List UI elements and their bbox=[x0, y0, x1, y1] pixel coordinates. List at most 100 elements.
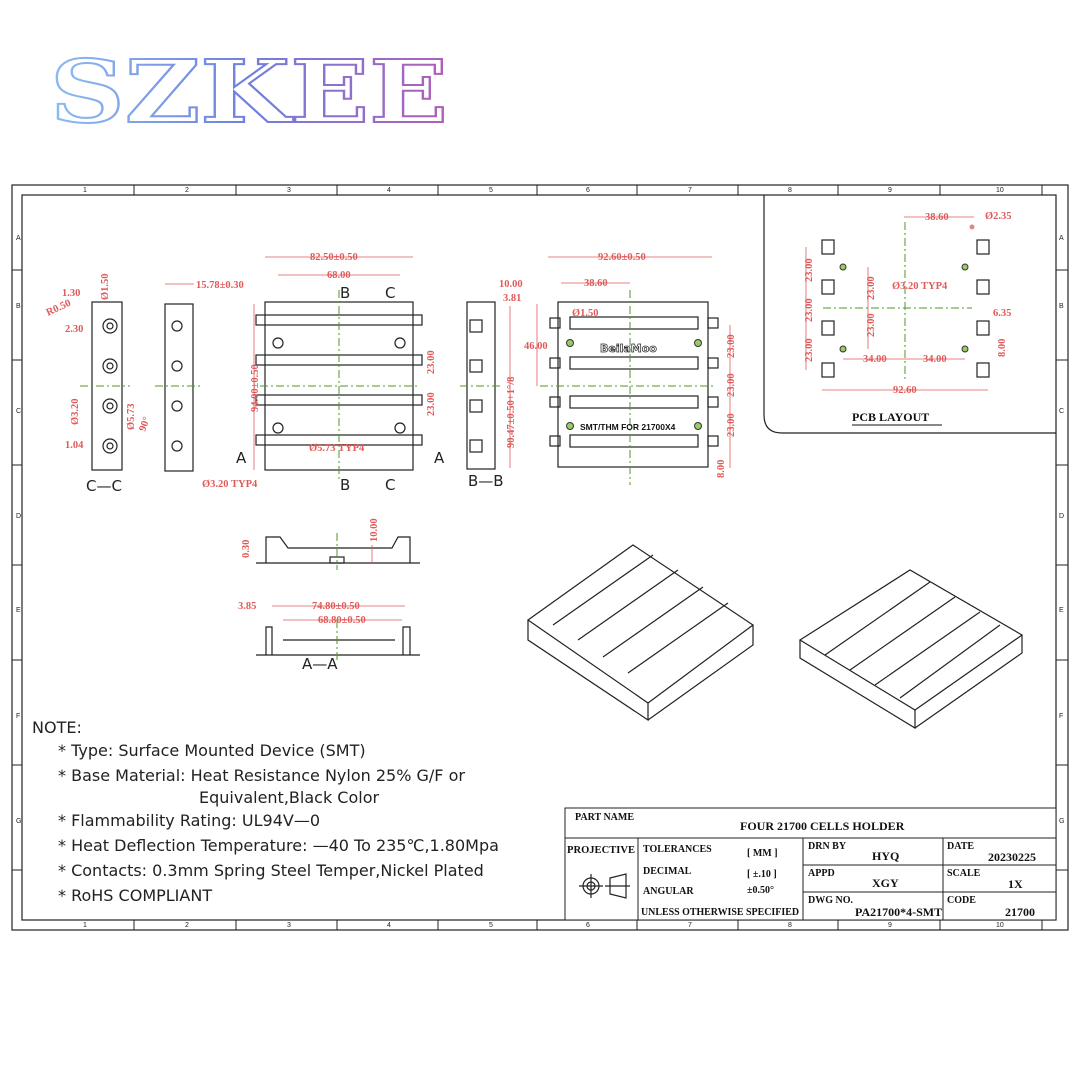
title-block: PART NAME FOUR 21700 CELLS HOLDER PROJEC… bbox=[564, 807, 1057, 921]
pcb-layout-title: PCB LAYOUT bbox=[852, 410, 929, 424]
bottom-dim-8: 8.00 bbox=[716, 460, 727, 478]
side-dim-15-78: 15.78±0.30 bbox=[196, 280, 244, 291]
aa-dim-68-80: 68.80±0.50 bbox=[318, 615, 366, 626]
top-dim-contact-dia: Ø5.73 TYP4 bbox=[309, 443, 365, 454]
cc-dim-dia-1-50: Ø1.50 bbox=[100, 273, 111, 300]
drawing-frame bbox=[11, 184, 1069, 931]
grid-column-label: 8 bbox=[788, 922, 792, 929]
pcb-pad bbox=[976, 362, 990, 378]
pcb-pad bbox=[821, 362, 835, 378]
tolerance-units: [ MM ] bbox=[747, 848, 778, 859]
date-label: DATE bbox=[947, 841, 974, 852]
pcb-pad bbox=[976, 279, 990, 295]
grid-row-label: C bbox=[1059, 408, 1064, 415]
pcb-pad bbox=[821, 320, 835, 336]
note-item: * Type: Surface Mounted Device (SMT) bbox=[58, 741, 366, 760]
grid-row-label: F bbox=[1059, 713, 1063, 720]
pcb-dim-38-60: 38.60 bbox=[925, 212, 949, 223]
bottom-dim-23c: 23.00 bbox=[726, 413, 737, 437]
pcb-dim-hole: Ø2.35 bbox=[985, 211, 1012, 222]
grid-column-label: 1 bbox=[83, 187, 87, 194]
bottom-dim-23a: 23.00 bbox=[726, 334, 737, 358]
brand-marking: BeilaMoo bbox=[600, 342, 657, 355]
grid-column-label: 9 bbox=[888, 922, 892, 929]
projective-label: PROJECTIVE bbox=[567, 845, 635, 856]
appd: XGY bbox=[872, 876, 899, 890]
grid-row-label: E bbox=[1059, 607, 1064, 614]
grid-column-label: 9 bbox=[888, 187, 892, 194]
note-item: * RoHS COMPLIANT bbox=[58, 886, 212, 905]
pcb-dim-8-00: 8.00 bbox=[997, 339, 1008, 357]
grid-column-label: 5 bbox=[489, 922, 493, 929]
grid-column-label: 8 bbox=[788, 187, 792, 194]
drn-by: HYQ bbox=[872, 849, 899, 863]
grid-column-label: 4 bbox=[387, 922, 391, 929]
grid-column-label: 2 bbox=[185, 187, 189, 194]
note-item: * Heat Deflection Temperature: —40 To 23… bbox=[58, 836, 499, 855]
dwg-no-label: DWG NO. bbox=[808, 895, 854, 906]
section-mark-a-right: A bbox=[434, 449, 445, 467]
note-item: Equivalent,Black Color bbox=[199, 788, 379, 807]
section-a-a-view: 3.85 74.80±0.50 68.80±0.50 A—A bbox=[238, 601, 420, 673]
cc-dim-1-30: 1.30 bbox=[62, 288, 80, 299]
pcb-dim-6-35: 6.35 bbox=[993, 308, 1011, 319]
grid-column-label: 10 bbox=[996, 922, 1004, 929]
pcb-dim-23e: 23.00 bbox=[866, 313, 877, 337]
pcb-pad bbox=[821, 239, 835, 255]
bottom-dim-38-60: 38.60 bbox=[584, 278, 608, 289]
notes-heading: NOTE: bbox=[32, 718, 82, 737]
dwg-no: PA21700*4-SMT bbox=[855, 905, 942, 919]
grid-row-label: D bbox=[16, 513, 21, 520]
section-mark-b-top: B bbox=[340, 284, 350, 302]
cc-dim-r0-50: R0.50 bbox=[45, 298, 73, 319]
notes: NOTE: * Type: Surface Mounted Device (SM… bbox=[32, 718, 499, 905]
top-dim-68: 68.00 bbox=[327, 270, 351, 281]
cc-dim-2-30: 2.30 bbox=[65, 324, 83, 335]
pcb-dim-23d: 23.00 bbox=[866, 276, 877, 300]
decimal-tolerance: [ ±.10 ] bbox=[747, 869, 777, 880]
pcb-dim-23b: 23.00 bbox=[804, 298, 815, 322]
top-dim-23a: 23.00 bbox=[426, 350, 437, 374]
front-view: 0.30 10.00 bbox=[241, 518, 420, 570]
appd-label: APPD bbox=[808, 868, 835, 879]
bottom-dim-23b: 23.00 bbox=[726, 373, 737, 397]
grid-row-label: G bbox=[16, 818, 21, 825]
grid-row-label: D bbox=[1059, 513, 1064, 520]
grid-row-label: F bbox=[16, 713, 20, 720]
grid-column-label: 6 bbox=[586, 922, 590, 929]
bottom-dim-92-60: 92.60±0.50 bbox=[598, 252, 646, 263]
note-item: * Contacts: 0.3mm Spring Steel Temper,Ni… bbox=[58, 861, 484, 880]
pcb-mount-hole bbox=[839, 345, 847, 353]
grid-row-label: B bbox=[1059, 303, 1064, 310]
grid-row-label: C bbox=[16, 408, 21, 415]
section-mark-b-bottom: B bbox=[340, 476, 350, 494]
logo: SZKEE bbox=[50, 42, 448, 143]
section-c-c-view: 1.30 Ø1.50 R0.50 2.30 Ø3.20 Ø5.73 90° 1.… bbox=[45, 273, 153, 495]
grid-row-label: A bbox=[16, 235, 21, 242]
product-marking: SMT/THM FOR 21700X4 bbox=[580, 422, 676, 432]
top-dim-94: 94.00±0.50 bbox=[250, 364, 261, 412]
grid-column-label: 4 bbox=[387, 187, 391, 194]
grid-column-label: 10 bbox=[996, 187, 1004, 194]
aa-dim-3-85: 3.85 bbox=[238, 601, 256, 612]
top-dim-23b: 23.00 bbox=[426, 392, 437, 416]
section-mark-a-left: A bbox=[236, 449, 247, 467]
angular-tolerance: ±0.50° bbox=[747, 885, 774, 896]
section-label-c-c: C—C bbox=[86, 477, 122, 495]
top-view: 82.50±0.50 68.00 94.00±0.50 23.00 23.00 … bbox=[202, 252, 445, 494]
front-dim-0-30: 0.30 bbox=[241, 540, 252, 558]
part-name-label: PART NAME bbox=[575, 812, 634, 823]
bb-dim-3-81: 3.81 bbox=[503, 293, 521, 304]
grid-column-label: 3 bbox=[287, 922, 291, 929]
grid-row-label: G bbox=[1059, 818, 1064, 825]
isometric-view-right bbox=[798, 569, 1024, 730]
decimal-label: DECIMAL bbox=[643, 866, 692, 877]
side-view: 15.78±0.30 bbox=[155, 280, 244, 472]
bottom-dim-dia-1-50: Ø1.50 bbox=[572, 308, 599, 319]
section-mark-c-top: C bbox=[385, 284, 395, 302]
cc-dim-90-deg: 90° bbox=[137, 415, 152, 433]
section-mark-c-bottom: C bbox=[385, 476, 395, 494]
pcb-mount-hole bbox=[961, 345, 969, 353]
